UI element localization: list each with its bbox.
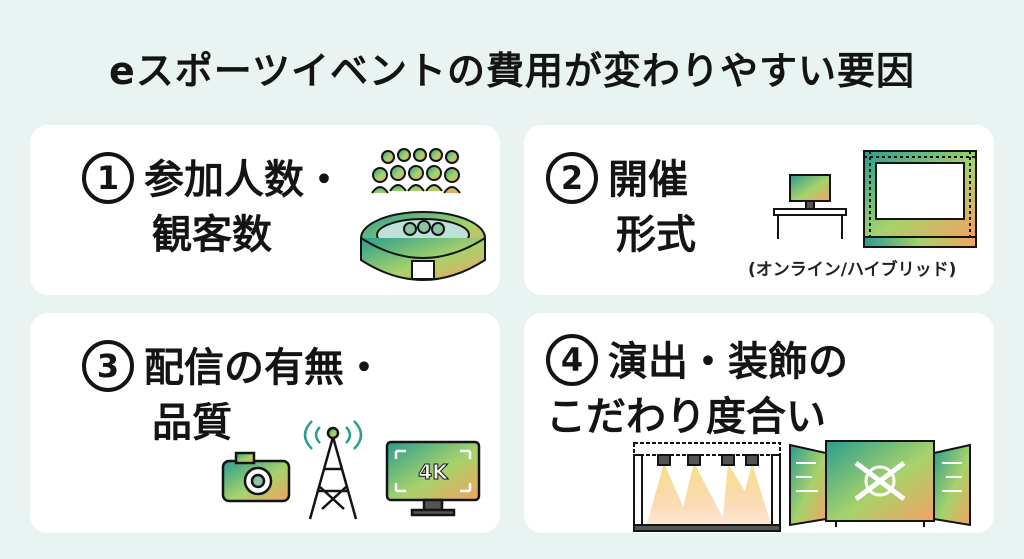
number-badge: 4 (546, 334, 598, 386)
number-badge: 3 (82, 340, 134, 392)
number-badge: 1 (82, 152, 134, 204)
heading-line2: こだわり度合い (546, 394, 826, 440)
heading-line1: 演出・装飾の (608, 339, 848, 385)
camera-icon (221, 451, 291, 503)
heading-line2: 形式 (616, 212, 696, 258)
antenna-tower-icon (303, 420, 363, 520)
4k-label: 4K (418, 460, 449, 484)
heading-line1: 参加人数・ (144, 157, 344, 203)
format-caption: (オンライン/ハイブリッド) (748, 260, 957, 280)
page-title: eスポーツイベントの費用が変わりやすい要因 (108, 49, 915, 93)
heading-line1: 配信の有無・ (144, 345, 384, 391)
stadium-crowd-icon (360, 148, 486, 281)
stage-lights-icon (633, 442, 781, 532)
heading-line1: 開催 (608, 157, 688, 203)
desk-and-stage-icon (773, 150, 977, 248)
number-badge: 2 (546, 152, 598, 204)
heading-line2: 品質 (152, 400, 232, 446)
led-screens-icon (789, 440, 971, 527)
4k-monitor-icon: 4K (385, 440, 481, 517)
heading-line2: 観客数 (152, 212, 272, 258)
